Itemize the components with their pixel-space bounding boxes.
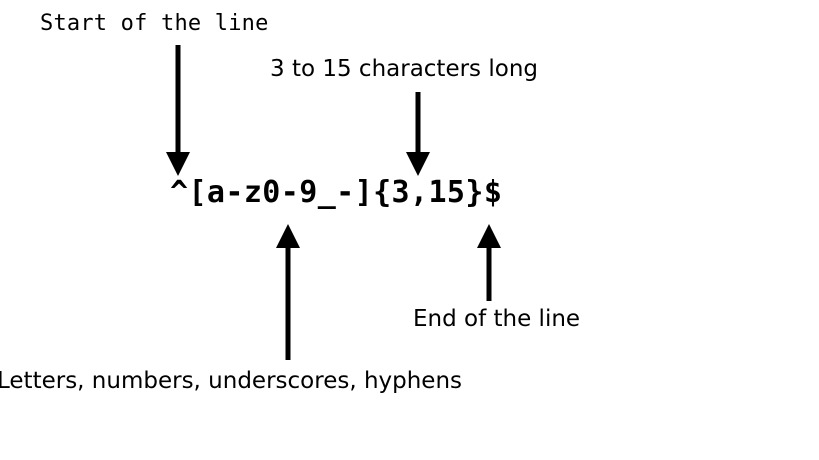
annotation-label-end-of-line: End of the line bbox=[413, 306, 581, 332]
arrow-length-range bbox=[406, 92, 430, 176]
annotation-label-start-of-line: Start of the line bbox=[40, 11, 269, 36]
arrow-end-of-line bbox=[477, 224, 501, 301]
clipped-leading-glyph: : bbox=[0, 370, 3, 393]
arrow-start-of-line bbox=[166, 45, 190, 176]
regex-pattern-text: ^[a-z0-9_-]{3,15}$ bbox=[170, 175, 503, 210]
annotation-label-character-class: Letters, numbers, underscores, hyphens bbox=[0, 368, 463, 394]
arrow-character-class bbox=[276, 224, 300, 360]
annotation-label-length-range: 3 to 15 characters long bbox=[270, 56, 538, 82]
